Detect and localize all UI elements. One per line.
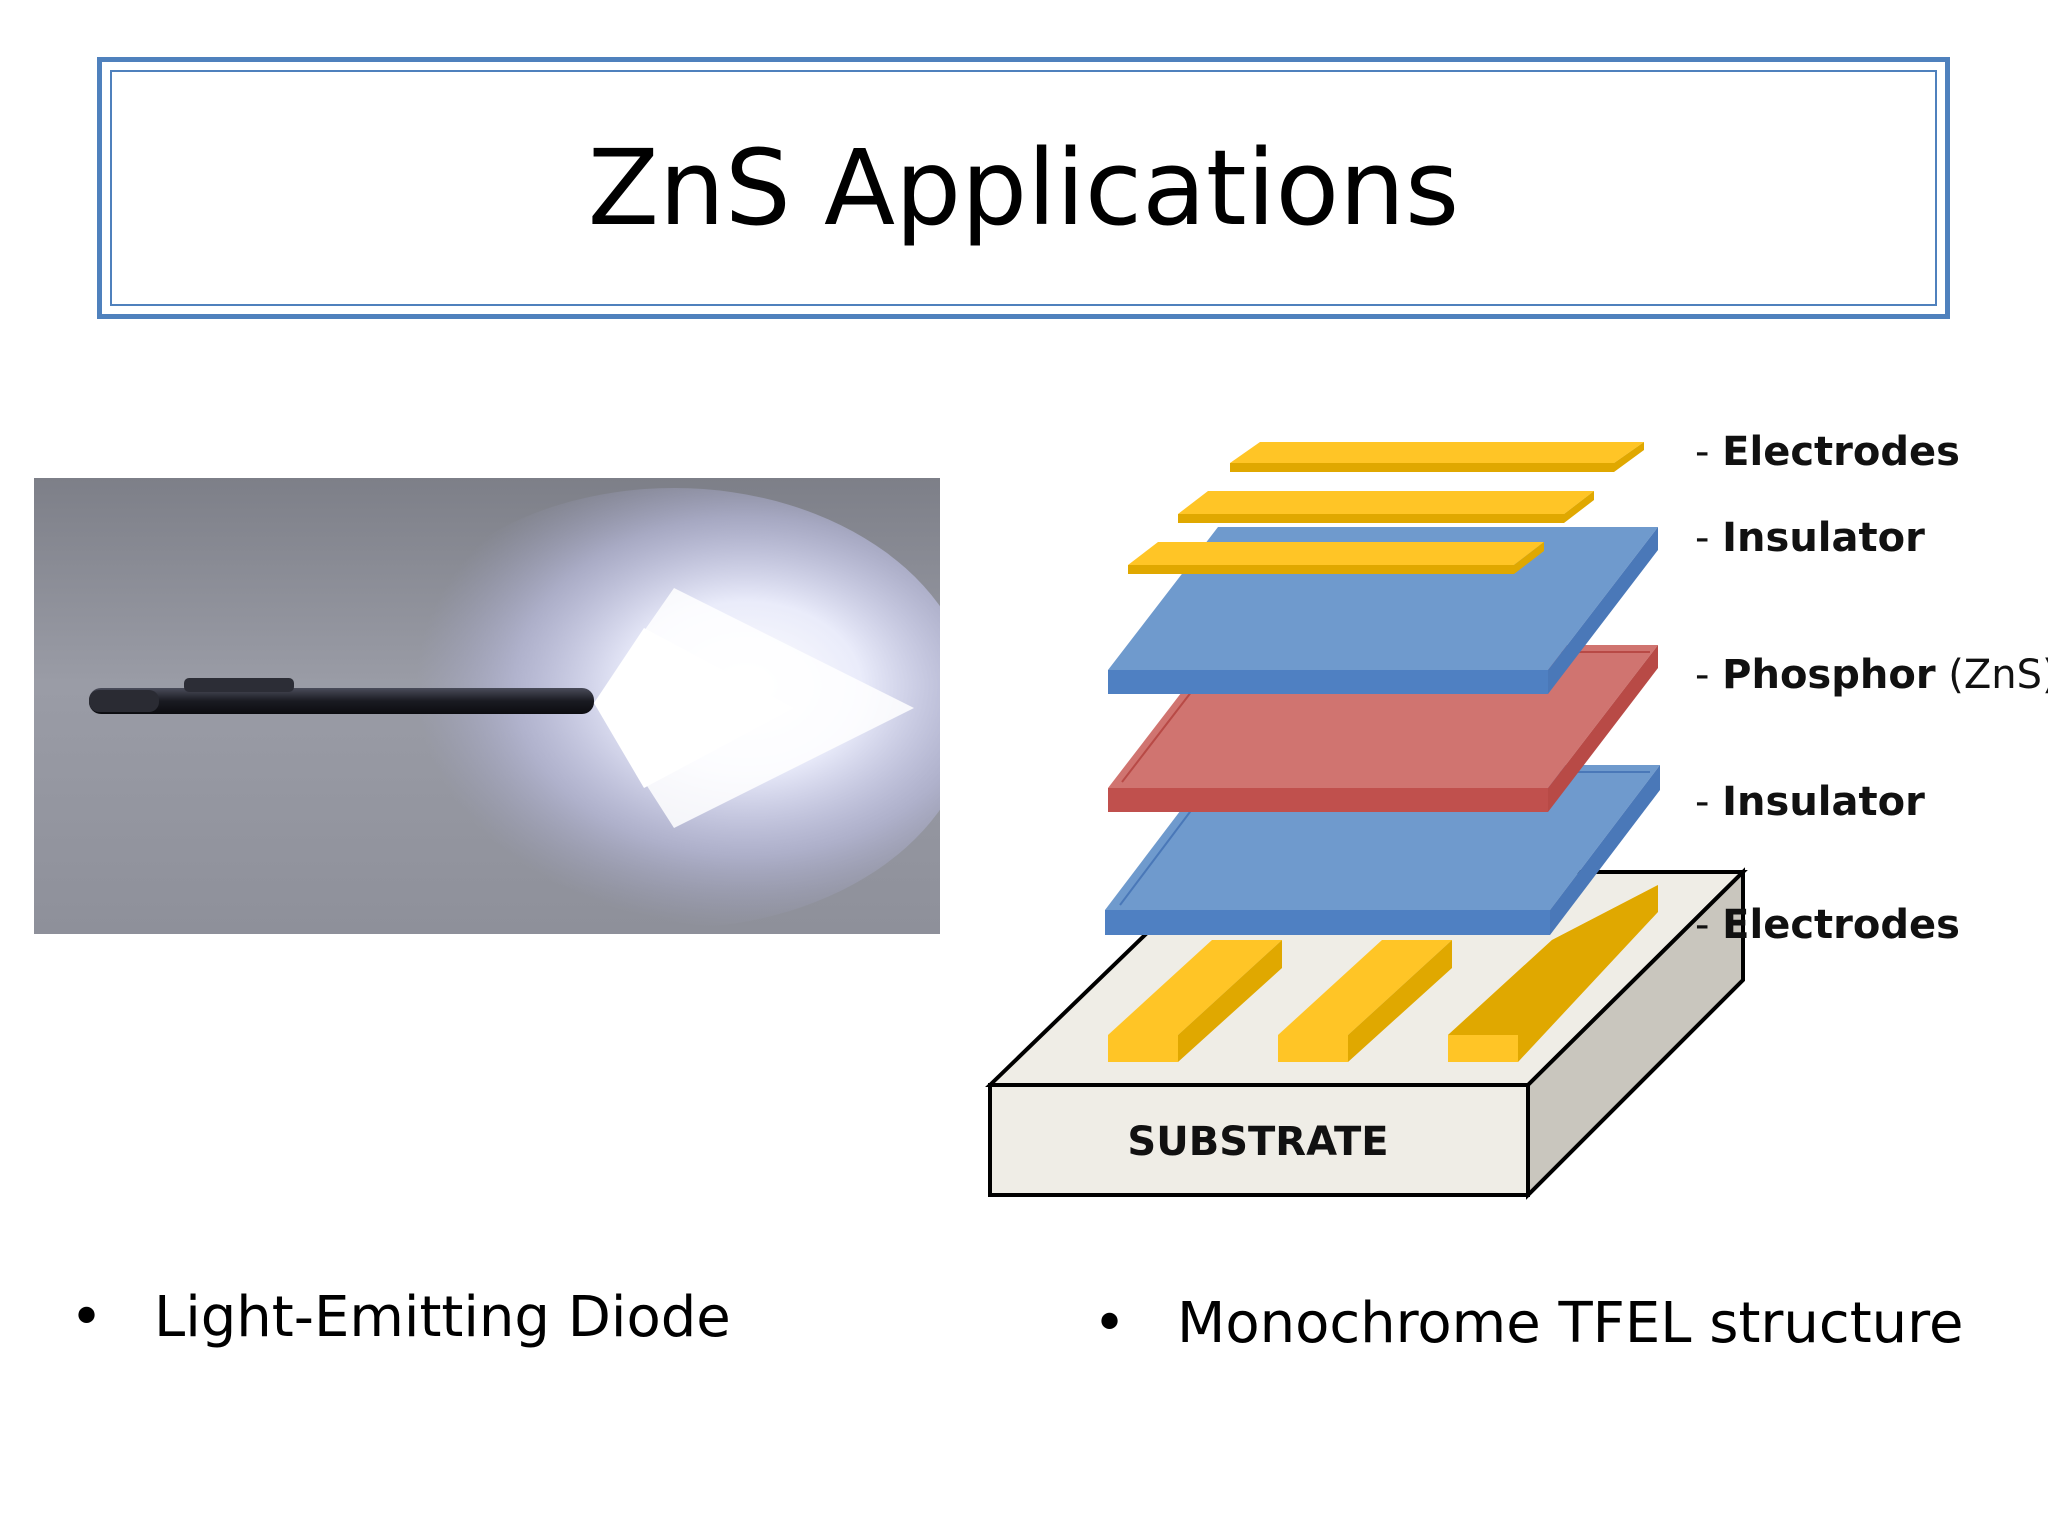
title-inner-frame: ZnS Applications [110,70,1937,306]
substrate-front [988,1083,1530,1197]
led-photo [34,478,940,934]
slide-title: ZnS Applications [587,127,1460,249]
title-box: ZnS Applications [97,57,1950,319]
bottom-electrodes [1108,885,1658,1062]
label-insulator-bottom: - Insulator [1695,779,1925,825]
led-pen-illustration [34,478,940,934]
bullet-dot: • [1093,1291,1127,1356]
led-caption: •Light-Emitting Diode [70,1290,731,1346]
tfel-caption-text: Monochrome TFEL structure [1177,1291,1964,1356]
tfel-structure-svg: SUBSTRATE [985,429,2048,1200]
substrate-label: SUBSTRATE [1127,1119,1388,1165]
label-insulator-top: - Insulator [1695,515,1925,561]
label-electrodes-top: - Electrodes [1695,429,1960,475]
tfel-caption: •Monochrome TFEL structure [1093,1296,1963,1352]
led-caption-text: Light-Emitting Diode [154,1285,731,1350]
label-electrodes-bottom: - Electrodes [1695,902,1960,948]
tfel-diagram: SUBSTRATE [960,420,2048,1240]
bullet-dot: • [70,1285,104,1350]
label-phosphor: - Phosphor (ZnS) [1695,652,2048,698]
top-electrodes [1128,442,1644,574]
